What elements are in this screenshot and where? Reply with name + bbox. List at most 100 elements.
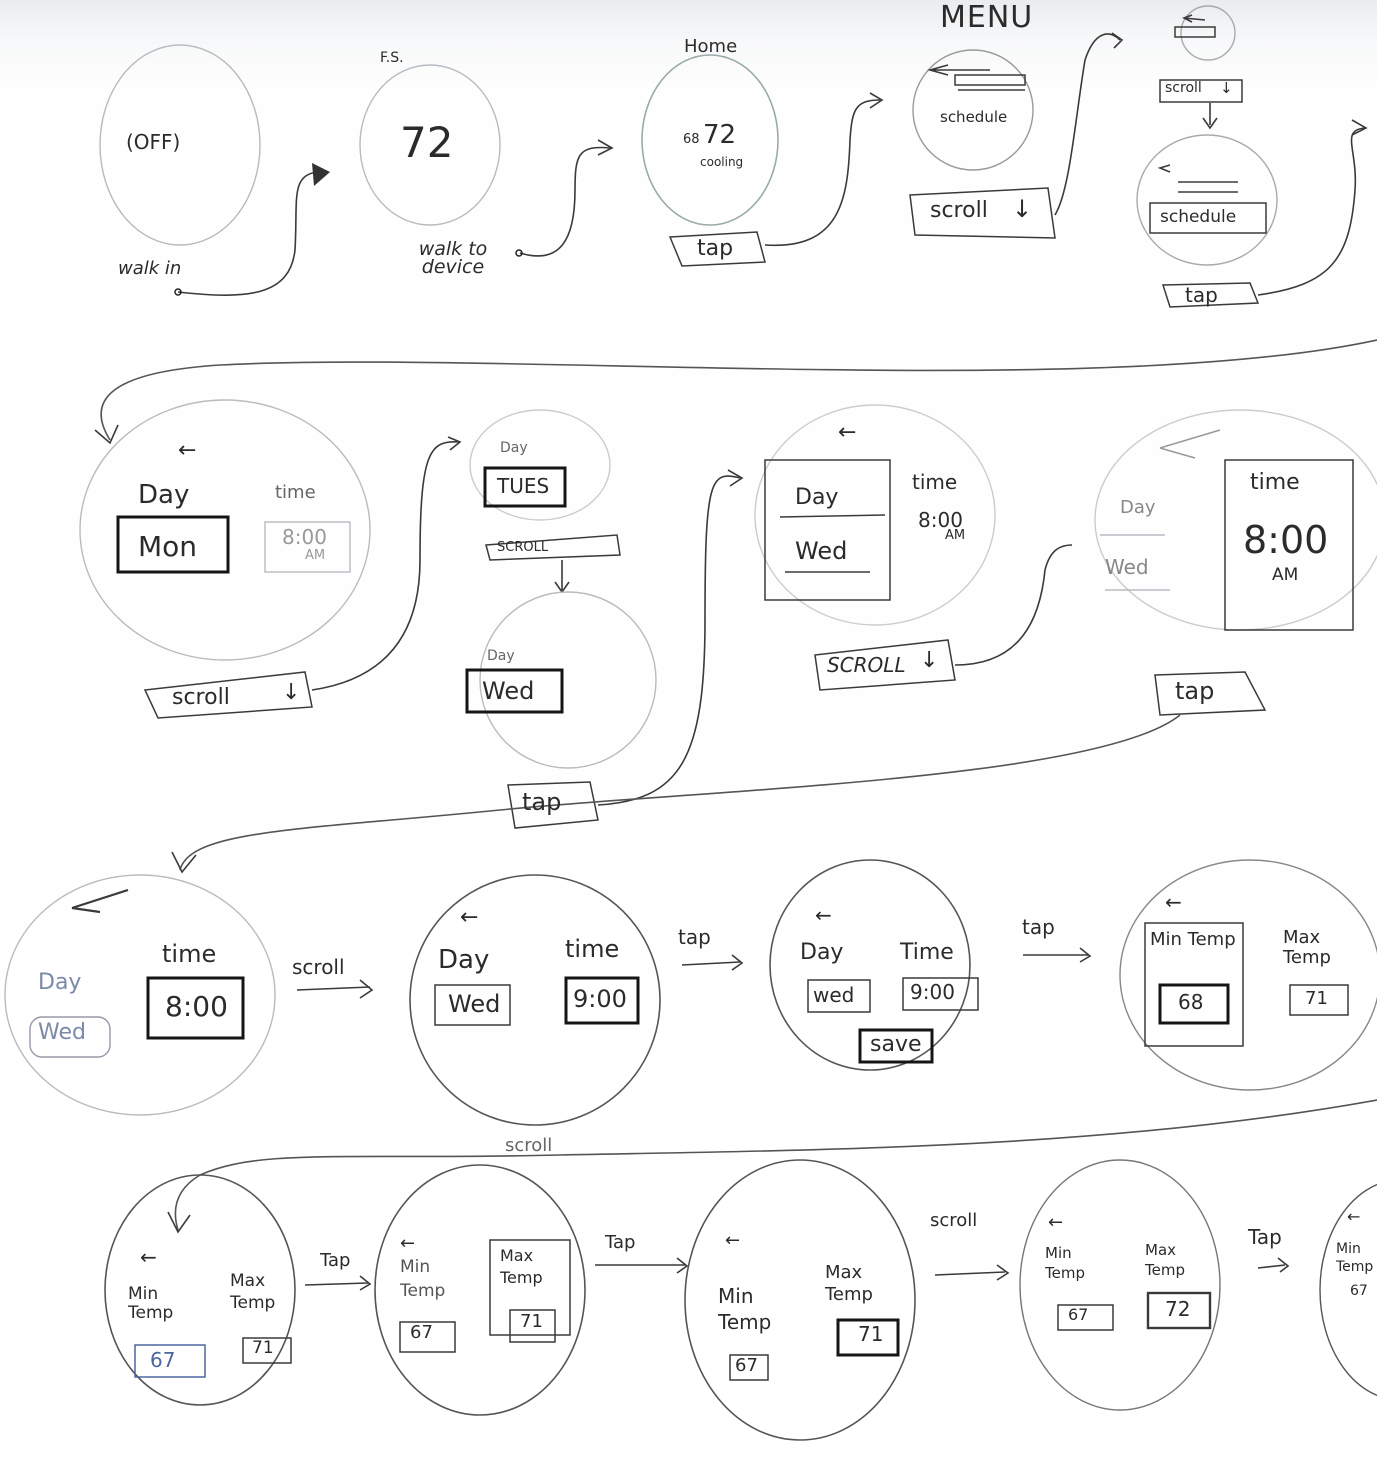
tues-day-label: Day [500,440,528,456]
wheel-day-label: Day [795,485,839,510]
time-ampm: AM [305,548,326,563]
max-temp-71-selected-box [836,1318,900,1357]
mon-selected-box [116,515,230,574]
walk-in-connector [177,171,319,296]
scroll-down-icon: ↓ [282,680,301,705]
t6-min-label: Min Temp [1336,1241,1374,1275]
t3-min-value[interactable]: 67 [410,1322,433,1343]
menu-tap-label[interactable]: tap [1185,283,1218,307]
home-tap-label[interactable]: tap [697,236,734,261]
row2-scroll-label-2[interactable]: SCROLL [827,653,906,677]
tap-transition-label-2: tap [1022,915,1055,939]
back-arrow-icon[interactable]: ← [460,905,479,930]
wed-tap-box [507,781,599,829]
save-button[interactable]: save [870,1032,922,1057]
tues-scroll-label[interactable]: SCROLL [497,540,549,555]
off-screen-circle [99,44,261,246]
home-screen-circle [641,54,779,226]
min-temp-value[interactable]: 68 [1178,990,1204,1014]
t4-max-value[interactable]: 71 [858,1322,884,1346]
wed-selected-box [465,668,564,714]
t4-scroll-label: scroll [930,1210,978,1231]
row2-scroll-box-2 [814,639,956,691]
save-screen-time-label: Time [900,940,954,965]
time-edit-day-label: Day [38,970,82,995]
t4-min-label: Min Temp [718,1284,772,1334]
t2-min-value[interactable]: 67 [150,1348,176,1372]
faded-day-label: Day [1120,497,1156,518]
wheel-time-label: time [1250,470,1300,495]
wheel-time-value[interactable]: 8:00 [1243,518,1329,562]
t4-min-value[interactable]: 67 [735,1355,758,1376]
time-set-time-value[interactable]: 9:00 [573,985,627,1013]
time-edit-day-value: Wed [38,1020,86,1045]
arrowhead-icon [312,163,330,186]
max-temp-value[interactable]: 71 [1305,988,1328,1009]
home-status: cooling [700,155,744,169]
time-value-2[interactable]: 8:00 [918,508,963,532]
time-tap-label[interactable]: tap [1175,677,1215,705]
menu-scrolled-schedule[interactable]: schedule [1160,207,1237,227]
back-arrow-icon[interactable]: ← [815,903,832,927]
mini-scroll-box [1159,79,1243,103]
back-arrow-icon[interactable]: ← [838,420,857,445]
home-temp: 72 [703,120,737,150]
wheel-day-value[interactable]: Wed [795,537,848,565]
time-9-selected-box [564,976,640,1025]
mini-scroll-down-icon: ↓ [1220,79,1233,97]
t3-max-label: Max Temp [500,1246,543,1287]
wed-tap-label[interactable]: tap [522,788,562,816]
min-temp-label: Min Temp [1150,929,1236,950]
tues-value[interactable]: TUES [497,474,550,498]
day-wheel-frame [764,459,891,601]
t2-min-label: Min Temp [128,1284,174,1323]
t2-tap-label: Tap [320,1250,351,1271]
time-value[interactable]: 8:00 [282,525,327,549]
menu-scroll-label[interactable]: scroll [930,198,988,223]
time-set-day-value[interactable]: Wed [448,990,501,1018]
back-arrow-icon[interactable]: ← [1048,1212,1064,1233]
menu-tap-box [1161,282,1260,308]
back-arrow-icon[interactable]: ← [178,438,197,463]
menu-item-schedule[interactable]: schedule [940,108,1008,126]
fs-to-home-connector [519,146,611,257]
time-8-selected-box [146,976,245,1040]
time-wheel-frame [1224,459,1354,631]
save-screen-time-value[interactable]: 9:00 [910,980,955,1004]
wed-value[interactable]: Wed [482,677,535,705]
loop-scroll-label: scroll [505,1135,553,1156]
scroll-down-icon: ↓ [920,648,939,673]
time-edit-value[interactable]: 8:00 [165,990,228,1023]
walk-in-caption: walk in [118,258,182,279]
t2-max-value[interactable]: 71 [252,1338,274,1358]
time-set-day-label: Day [438,945,490,975]
fs-screen-circle [359,64,501,226]
back-arrow-icon[interactable]: ← [1165,890,1182,914]
t4-max-label: Max Temp [825,1262,873,1305]
t2-max-label: Max Temp [230,1271,276,1313]
time-tap-box [1154,671,1267,716]
t5-min-value[interactable]: 67 [1068,1305,1089,1324]
back-arrow-icon[interactable]: ← [725,1230,741,1251]
fs-temp: 72 [400,118,454,167]
save-screen-day-value[interactable]: wed [813,983,855,1007]
fs-title: F.S. [380,50,404,66]
scroll-down-icon: ↓ [1012,195,1033,223]
row2-scroll-label[interactable]: scroll [172,685,230,710]
menu-screen-circle [912,49,1034,171]
back-arrow-icon[interactable]: ← [140,1245,157,1269]
mini-scroll-label[interactable]: scroll [1165,80,1202,96]
time-edit-label: time [162,940,217,968]
day-value-mon[interactable]: Mon [138,530,198,563]
t5-max-value[interactable]: 72 [1165,1297,1191,1321]
t3-max-value[interactable]: 71 [520,1311,543,1332]
max-temp-72-box [1146,1291,1212,1330]
back-arrow-icon[interactable]: ← [1347,1207,1361,1226]
t6-min-value[interactable]: 67 [1350,1283,1368,1299]
ampm-2: AM [945,528,966,543]
min-temp-wheel [1144,922,1244,1047]
max-temp-wheel [489,1239,571,1336]
back-arrow-icon[interactable]: ← [400,1233,416,1254]
menu-title: MENU [940,0,1034,35]
